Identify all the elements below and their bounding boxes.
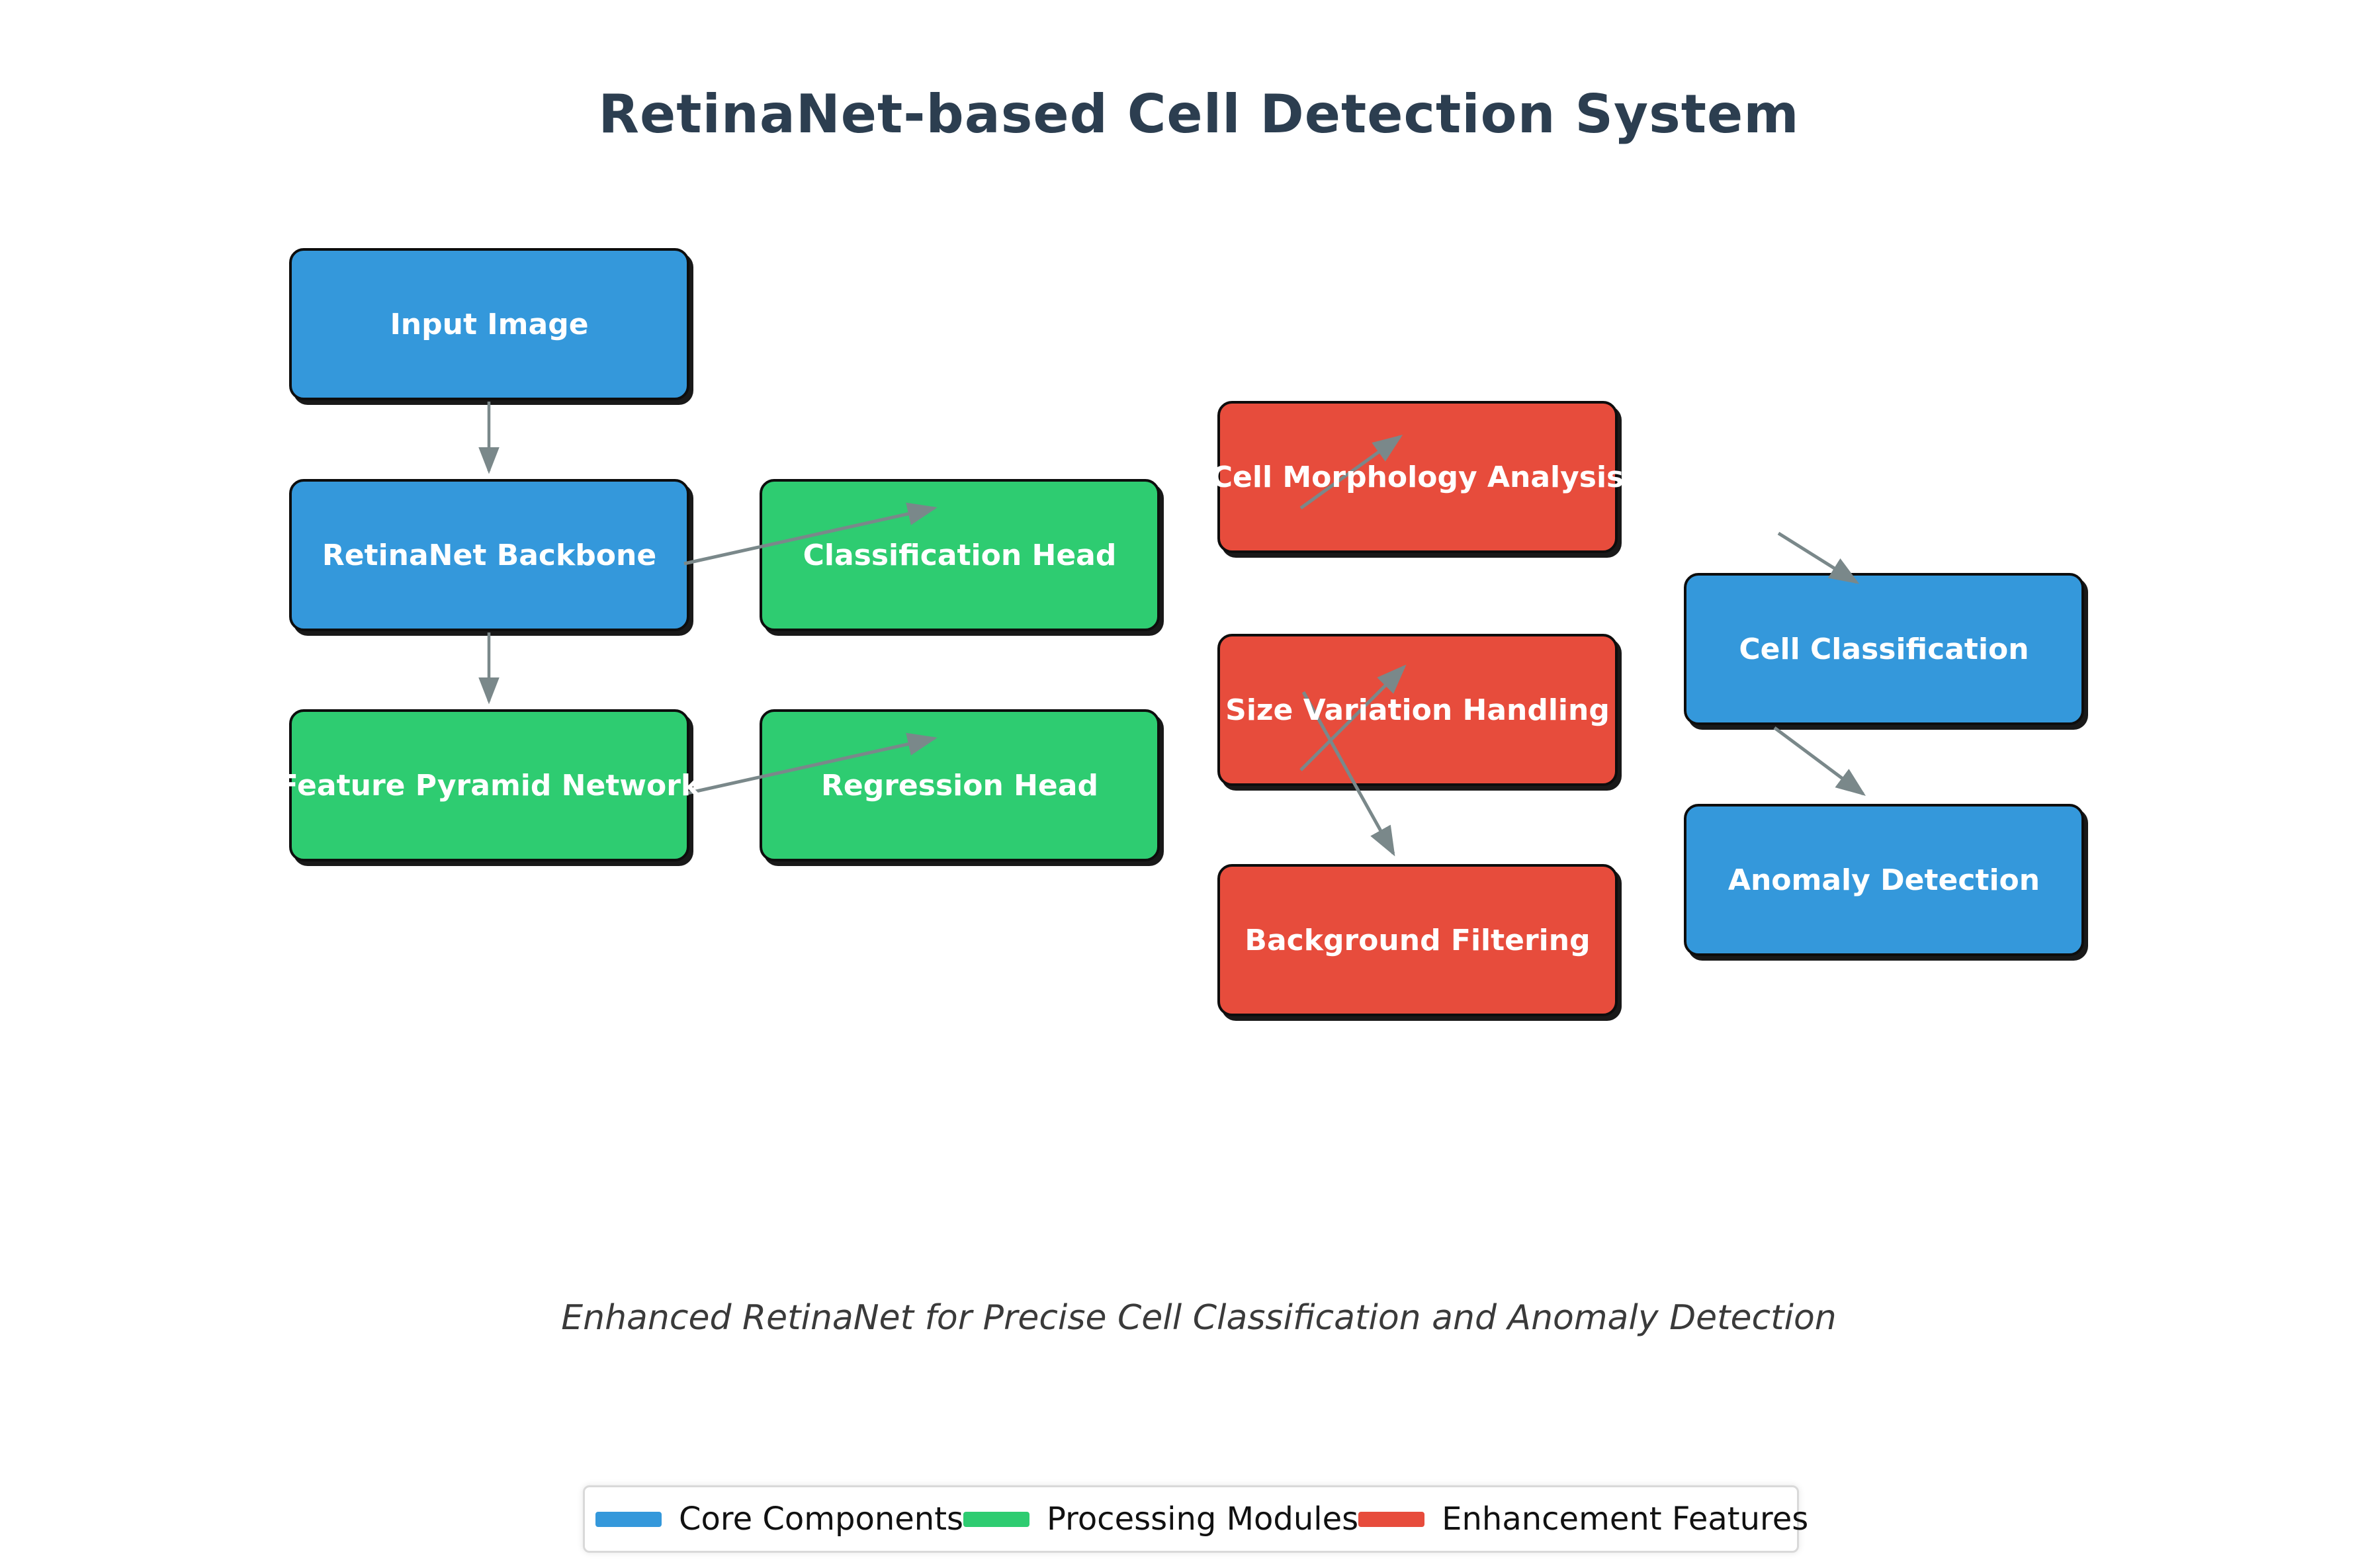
morphology-internal-arrow xyxy=(1299,435,1403,510)
node-classification-head xyxy=(760,479,1160,631)
node-size-variation-handling xyxy=(1217,634,1618,786)
node-retinanet-backbone xyxy=(289,479,689,631)
to-cell-classification xyxy=(1777,531,1860,584)
legend-swatch-enhancement xyxy=(1358,1511,1425,1527)
node-label-background-filtering: Background Filtering xyxy=(1245,923,1591,957)
node-label-size-variation-handling: Size Variation Handling xyxy=(1225,693,1610,727)
node-label-regression-head: Regression Head xyxy=(821,768,1098,803)
diagram-subtitle: Enhanced RetinaNet for Precise Cell Clas… xyxy=(561,1298,1837,1338)
node-cell-morphology-analysis xyxy=(1217,401,1618,553)
size-to-background-filtering xyxy=(1301,691,1395,857)
page-title: RetinaNet-based Cell Detection System xyxy=(598,83,1800,145)
node-label-input-image: Input Image xyxy=(390,307,589,341)
backbone-to-classification-head xyxy=(683,502,938,566)
node-label-retinanet-backbone: RetinaNet Backbone xyxy=(322,538,657,572)
legend-label-core: Core Components xyxy=(679,1501,964,1538)
legend: Core Components Processing Modules Enhance… xyxy=(583,1485,1808,1553)
legend-swatch-core xyxy=(595,1511,662,1527)
legend-label-enhancement: Enhancement Features xyxy=(1442,1501,1809,1538)
size-variation-up-arrow xyxy=(1299,664,1407,771)
legend-label-processing: Processing Modules xyxy=(1047,1501,1359,1538)
node-label-cell-classification: Cell Classification xyxy=(1739,632,2029,666)
legend-item-processing: Processing Modules xyxy=(963,1501,1358,1538)
node-feature-pyramid-network xyxy=(289,709,689,861)
node-anomaly-detection xyxy=(1684,804,2084,956)
legend-item-core: Core Components xyxy=(595,1501,963,1538)
node-background-filtering xyxy=(1217,864,1618,1016)
node-input-image xyxy=(289,248,689,400)
node-label-cell-morphology-analysis: Cell Morphology Analysis xyxy=(1211,460,1624,494)
legend-item-enhancement: Enhancement Features xyxy=(1358,1501,1808,1538)
legend-swatch-processing xyxy=(963,1511,1030,1527)
node-label-feature-pyramid-network: Feature Pyramid Network xyxy=(278,768,701,803)
node-label-classification-head: Classification Head xyxy=(803,538,1117,572)
node-label-anomaly-detection: Anomaly Detection xyxy=(1728,863,2040,897)
classification-to-anomaly xyxy=(1773,726,1866,796)
fpn-to-regression-head xyxy=(683,732,938,796)
node-cell-classification xyxy=(1684,573,2084,725)
node-regression-head xyxy=(760,709,1160,861)
